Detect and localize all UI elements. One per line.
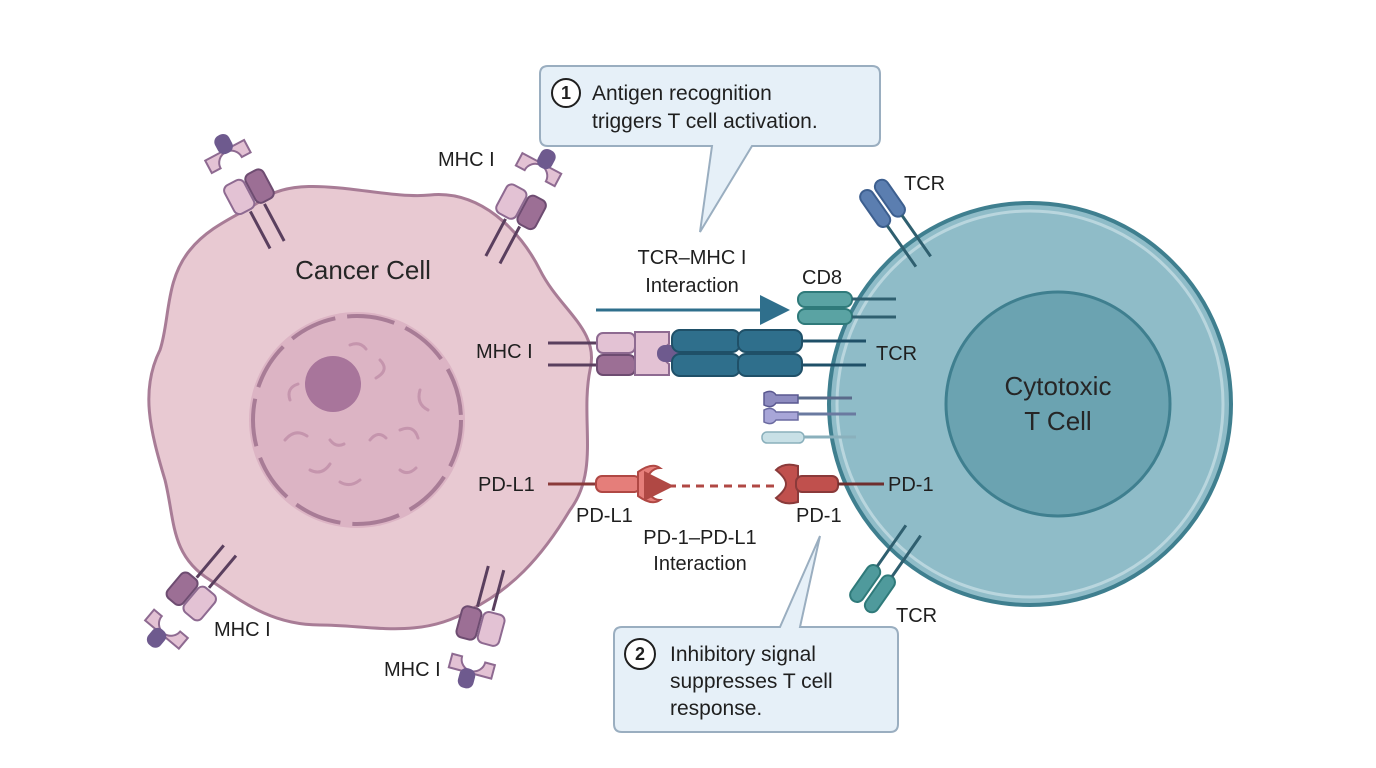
- callout-inhibition-line2: suppresses T cell: [670, 670, 833, 693]
- tcr-receptor-top: [859, 178, 932, 268]
- callout-inhibition-box: [613, 535, 899, 733]
- label-pd1-pdl1-interaction-line1: PD-1–PD-L1: [643, 527, 756, 549]
- callout-inhibition-number-badge: [624, 638, 656, 670]
- label-cd8: CD8: [802, 267, 842, 289]
- cancer-cell: [147, 184, 593, 631]
- mhc-alpha2: [596, 354, 636, 376]
- label-pdl1-on-cell: PD-L1: [478, 474, 535, 496]
- mhc-receptor-top: [484, 148, 563, 265]
- mhc-tcr-complex: [548, 329, 866, 377]
- tcr-domain-4: [737, 353, 803, 377]
- mhc-receptor-top-left: [203, 133, 286, 250]
- t-cell-nucleus: [944, 290, 1172, 518]
- label-pd1-pdl1-interaction-line2: Interaction: [653, 553, 746, 575]
- t-cell: [827, 201, 1233, 607]
- callout-inhibition-number: 2: [635, 644, 645, 664]
- tcr-domain-3: [737, 329, 803, 353]
- label-mhc-bottom: MHC I: [384, 659, 441, 681]
- label-mhc-bottom-left: MHC I: [214, 619, 271, 641]
- callout-inhibition-line3: response.: [670, 697, 762, 720]
- label-pdl1-ligand: PD-L1: [576, 505, 633, 527]
- label-mhc-top: MHC I: [438, 149, 495, 171]
- t-cell-inner-membrane: [835, 209, 1225, 599]
- callout-activation-number-badge: [551, 78, 581, 108]
- label-tcr-mhc-interaction-line2: Interaction: [645, 275, 738, 297]
- callout-activation: 1 Antigen recognition triggers T cell ac…: [539, 65, 881, 233]
- callout-activation-line1: Antigen recognition: [592, 82, 772, 105]
- tcr-receptor-bottom: [849, 524, 922, 614]
- t-cell-label-line2: T Cell: [1024, 406, 1091, 436]
- cancer-nucleus: [249, 312, 465, 528]
- label-tcr-center: TCR: [876, 343, 917, 365]
- tcr-domain-2: [671, 353, 741, 377]
- callout-activation-line2: triggers T cell activation.: [592, 110, 818, 133]
- callout-activation-box: [539, 65, 881, 233]
- mhc-alpha1: [596, 332, 636, 354]
- label-mhc-center: MHC I: [476, 341, 533, 363]
- mhc-receptor-bottom-left: [143, 544, 238, 651]
- mhc-receptor-bottom: [447, 565, 506, 689]
- callout-inhibition-line1: Inhibitory signal: [670, 643, 816, 666]
- tcr-domain-1: [671, 329, 741, 353]
- cd8-coreceptor: [797, 291, 896, 325]
- pd1-receptor: [774, 463, 884, 505]
- chromatin: [283, 342, 430, 487]
- label-pd1-receptor: PD-1: [796, 505, 842, 527]
- nucleolus: [305, 356, 361, 412]
- label-tcr-mhc-interaction-line1: TCR–MHC I: [638, 247, 747, 269]
- label-tcr-bottom: TCR: [896, 605, 937, 627]
- t-cell-label-line1: Cytotoxic: [1005, 371, 1112, 401]
- accessory-receptors: [761, 390, 856, 444]
- callout-activation-number: 1: [561, 83, 571, 103]
- label-tcr-top: TCR: [904, 173, 945, 195]
- cancer-cell-label: Cancer Cell: [295, 255, 431, 285]
- label-pd1-on-cell: PD-1: [888, 474, 934, 496]
- pdl1-ligand: [548, 464, 663, 504]
- callout-inhibition: 2 Inhibitory signal suppresses T cell re…: [613, 535, 899, 733]
- nuclear-envelope: [251, 314, 463, 526]
